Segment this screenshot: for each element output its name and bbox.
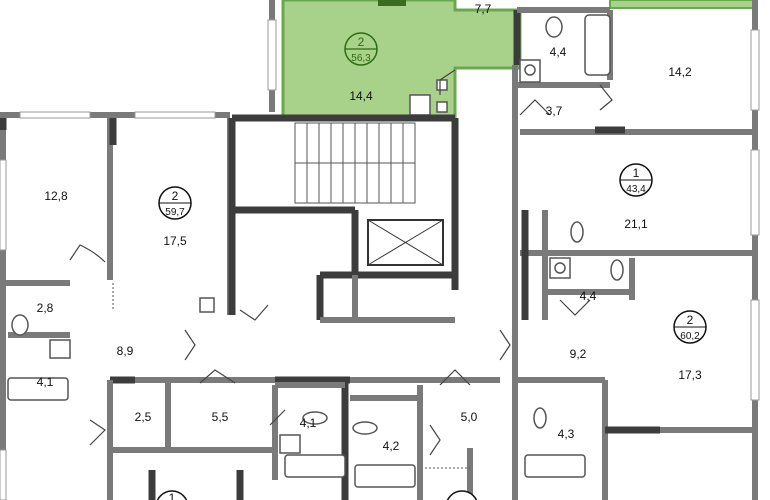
room-area: 5,0 [461,410,478,424]
staircase [294,122,416,204]
apartment-area: 60,2 [680,331,700,342]
room-area: 4,3 [558,427,575,441]
apartment-badge[interactable]: 1 [156,490,188,500]
windows [0,19,760,500]
apartment-rooms: 2 [172,189,179,203]
room-area: 4,2 [383,439,400,453]
apartment-rooms: 2 [687,313,694,327]
room-area: 9,2 [570,347,587,361]
apartment-area: 56,3 [351,53,371,64]
room-area: 4,1 [37,375,54,389]
apartment-rooms: 1 [633,166,640,180]
apartment-badge[interactable]: 2 59,7 [158,186,192,220]
room-area: 12,8 [44,189,68,203]
room-area: 4,4 [550,45,567,59]
room-area: 3,7 [546,104,563,118]
room-area: 21,1 [624,217,648,231]
bathroom-fixtures [7,14,624,488]
room-area: 8,9 [117,344,134,358]
apartment-badge[interactable]: 2 60,2 [673,310,707,344]
apartment-badge-selected[interactable]: 2 56,3 [344,32,378,66]
room-area: 2,5 [135,410,152,424]
room-area: 7,7 [475,2,492,16]
room-area: 14,2 [668,65,692,79]
apartment-badge[interactable]: 1 43,4 [619,163,653,197]
elevator [367,219,444,266]
room-area: 17,5 [163,234,187,248]
apartment-rooms: 2 [358,35,365,49]
room-area: 5,5 [212,410,229,424]
room-area: 17,3 [678,368,702,382]
room-area: 4,1 [300,416,317,430]
room-area: 4,4 [580,289,597,303]
room-area: 2,8 [37,301,54,315]
doors [69,69,613,456]
apartment-rooms: 1 [169,491,176,500]
apartment-badge-partial[interactable] [446,490,478,500]
apartment-area: 43,4 [626,184,646,195]
room-area: 14,4 [349,89,373,103]
apartment-area: 59,7 [165,207,185,218]
room-labels: 14,4 7,7 4,4 14,2 3,7 21,1 12,8 17,5 2,8… [37,2,702,453]
